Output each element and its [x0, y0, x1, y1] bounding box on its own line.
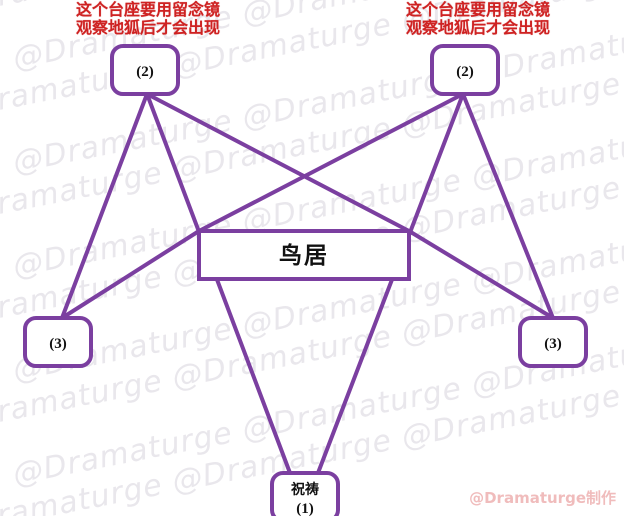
node-label: 鸟居 — [279, 242, 329, 268]
edge-top-right-to-torii-left — [197, 92, 465, 233]
node-bottom-left[interactable]: (3) — [23, 316, 93, 368]
edge-top-left-to-bottom-center — [145, 92, 292, 475]
node-label: (3) — [49, 336, 67, 352]
edge-top-left-to-torii-right — [145, 92, 411, 233]
edge-top-left-to-bottom-left — [60, 92, 149, 320]
node-torii[interactable]: 鸟居 — [197, 229, 411, 281]
node-label: (3) — [544, 336, 562, 352]
node-box[interactable] — [430, 44, 500, 96]
node-bottom-right[interactable]: (3) — [518, 316, 588, 368]
edge-torii-right-to-bottom-right — [407, 229, 555, 320]
credit-watermark: @Dramaturge制作 — [469, 489, 616, 507]
note-left: 这个台座要用留念镜 观察地狐后才会出现 — [75, 2, 220, 37]
node-label: 祝祷 — [291, 481, 319, 498]
node-box[interactable] — [197, 229, 411, 281]
note-right: 这个台座要用留念镜 观察地狐后才会出现 — [405, 2, 550, 37]
edge-group — [60, 92, 555, 475]
node-label: (2) — [136, 64, 154, 80]
edge-top-right-to-bottom-right — [461, 92, 555, 320]
edge-torii-left-to-bottom-left — [60, 229, 201, 320]
node-top-left[interactable]: (2) — [110, 44, 180, 96]
node-box[interactable] — [518, 316, 588, 368]
node-top-right[interactable]: (2) — [430, 44, 500, 96]
node-box[interactable] — [110, 44, 180, 96]
node-box[interactable] — [23, 316, 93, 368]
node-bottom-center[interactable]: 祝祷 (1) — [270, 471, 340, 516]
node-group: (2) (2) (3) (3) 祝祷 (1) 鸟居 — [23, 44, 588, 516]
node-sublabel: (1) — [296, 501, 314, 516]
edge-top-right-to-bottom-center — [316, 92, 465, 475]
node-label: (2) — [456, 64, 474, 80]
node-box[interactable] — [270, 471, 340, 516]
